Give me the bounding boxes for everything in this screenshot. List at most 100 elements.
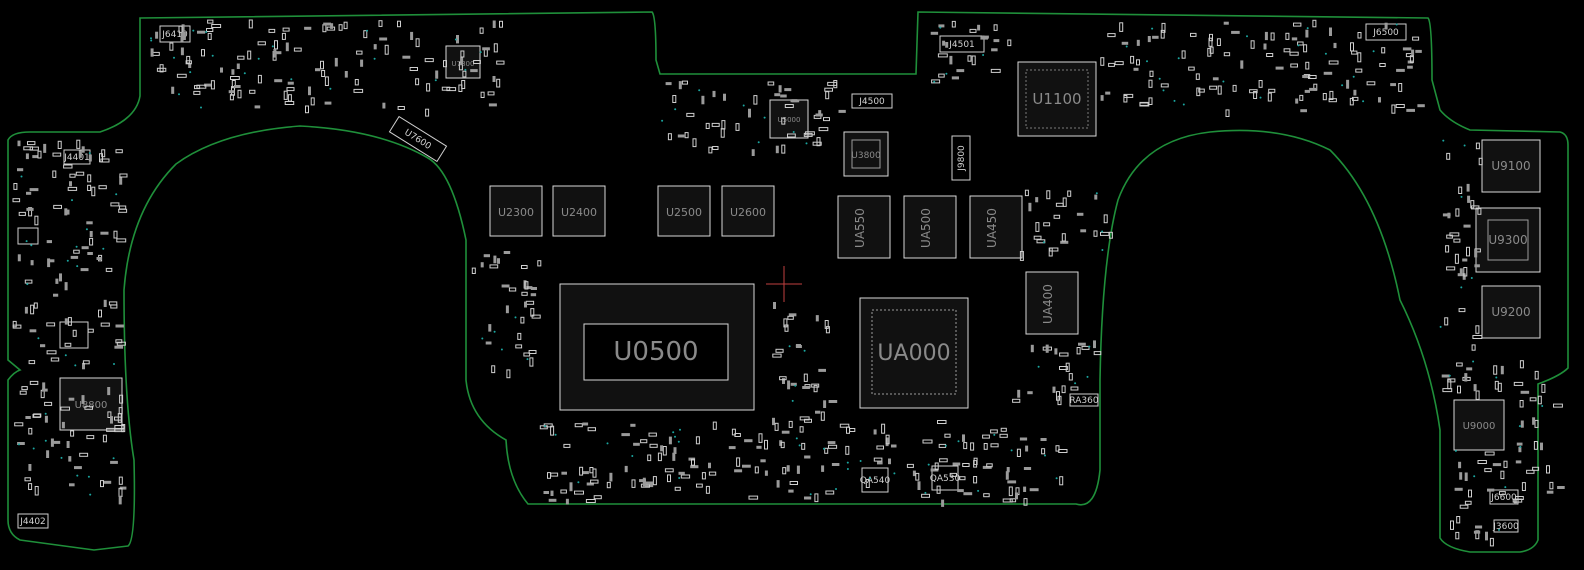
- passive-part: [1396, 68, 1405, 72]
- passive-part: [480, 262, 484, 268]
- passive-part: [1390, 83, 1396, 87]
- passive-part: [443, 60, 447, 68]
- passive-part: [353, 88, 364, 93]
- passive-part: [1500, 470, 1505, 480]
- passive-part: [1454, 487, 1463, 491]
- passive-part: [46, 350, 57, 355]
- passive-part: [520, 316, 525, 324]
- passive-part: [876, 445, 885, 450]
- passive-part: [287, 94, 292, 102]
- passive-part: [780, 441, 785, 449]
- passive-part: [492, 20, 496, 28]
- passive-part: [497, 258, 500, 264]
- passive-part: [1516, 442, 1523, 446]
- passive-part: [81, 246, 89, 250]
- passive-part: [1052, 386, 1056, 393]
- passive-part: [824, 87, 833, 92]
- passive-part: [118, 205, 127, 210]
- passive-part: [678, 81, 682, 90]
- passive-part: [1147, 36, 1151, 43]
- passive-part: [373, 44, 377, 50]
- passive-part: [787, 380, 791, 390]
- passive-part: [1027, 391, 1033, 395]
- passive-part: [24, 279, 33, 284]
- passive-part: [273, 51, 282, 55]
- passive-part: [80, 268, 89, 272]
- passive-part: [815, 315, 819, 322]
- passive-part: [814, 493, 819, 503]
- ref-label: UA000: [877, 341, 950, 366]
- passive-part: [1250, 40, 1255, 49]
- passive-part: [27, 141, 36, 146]
- passive-part: [1458, 186, 1463, 195]
- passive-part: [1329, 27, 1332, 36]
- via: [493, 330, 496, 333]
- passive-part: [12, 320, 17, 328]
- passive-part: [815, 410, 821, 414]
- passive-part: [68, 397, 75, 401]
- passive-part: [1384, 22, 1388, 30]
- via: [1101, 249, 1104, 251]
- passive-part: [397, 20, 401, 28]
- via: [150, 37, 152, 40]
- passive-part: [282, 27, 290, 32]
- passive-part: [1058, 449, 1068, 453]
- passive-part: [521, 291, 528, 296]
- passive-part: [825, 326, 830, 334]
- passive-part: [61, 421, 65, 429]
- passive-part: [648, 432, 657, 437]
- passive-part: [959, 476, 966, 481]
- passive-part: [64, 318, 68, 325]
- via: [178, 93, 180, 96]
- via: [200, 106, 202, 109]
- passive-part: [284, 101, 295, 105]
- passive-part: [43, 143, 47, 153]
- passive-part: [24, 477, 31, 482]
- passive-part: [425, 108, 430, 117]
- passive-part: [1412, 36, 1420, 41]
- passive-part: [116, 238, 127, 243]
- passive-part: [491, 365, 496, 374]
- via: [1095, 192, 1098, 195]
- passive-part: [33, 413, 42, 418]
- connector-label: J9800: [957, 145, 967, 172]
- via: [37, 337, 40, 340]
- passive-part: [845, 445, 850, 455]
- passive-part: [344, 71, 348, 78]
- via: [366, 29, 369, 32]
- passive-part: [712, 90, 716, 98]
- passive-part: [1464, 500, 1472, 505]
- via: [1044, 454, 1046, 457]
- via: [1042, 241, 1045, 244]
- passive-part: [823, 117, 830, 122]
- passive-part: [103, 480, 112, 484]
- passive-part: [1477, 460, 1487, 464]
- ref-label: UA550: [853, 208, 867, 248]
- via: [76, 265, 79, 268]
- via: [792, 131, 795, 133]
- passive-part: [728, 446, 736, 450]
- connector-label: J6600: [1490, 493, 1517, 503]
- passive-part: [720, 128, 725, 138]
- passive-part: [1216, 38, 1221, 46]
- via: [102, 247, 105, 250]
- passive-part: [52, 152, 62, 157]
- passive-part: [1100, 57, 1105, 66]
- passive-part: [1035, 197, 1039, 203]
- passive-part: [1464, 373, 1468, 382]
- via: [1472, 360, 1475, 363]
- passive-part: [196, 84, 207, 89]
- passive-part: [1409, 55, 1414, 63]
- via: [893, 472, 896, 475]
- via: [44, 439, 47, 442]
- passive-part: [692, 138, 697, 148]
- passive-part: [787, 133, 796, 138]
- passive-part: [34, 215, 39, 226]
- passive-part: [338, 24, 343, 31]
- passive-part: [257, 74, 262, 84]
- passive-part: [53, 293, 59, 297]
- passive-part: [885, 434, 890, 445]
- passive-part: [1549, 481, 1554, 490]
- via: [1460, 286, 1463, 289]
- via: [933, 80, 936, 83]
